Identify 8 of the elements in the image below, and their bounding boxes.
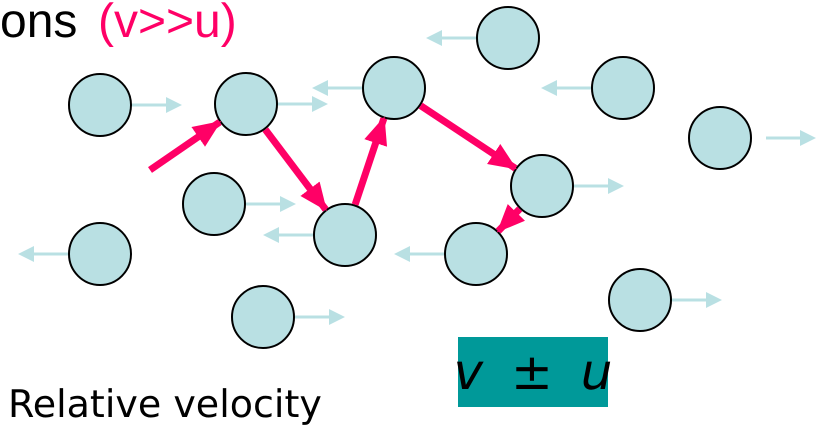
condition-text: (v>>u): [98, 0, 237, 49]
trajectory-arrow: [262, 127, 328, 212]
caption-text: Relative velocity: [8, 384, 322, 426]
title-text: ons: [0, 0, 78, 49]
trajectory-arrow: [352, 116, 388, 206]
trajectory-arrow: [418, 102, 518, 172]
trajectory-arrow: [148, 119, 222, 173]
trajectory-arrow: [496, 204, 525, 234]
